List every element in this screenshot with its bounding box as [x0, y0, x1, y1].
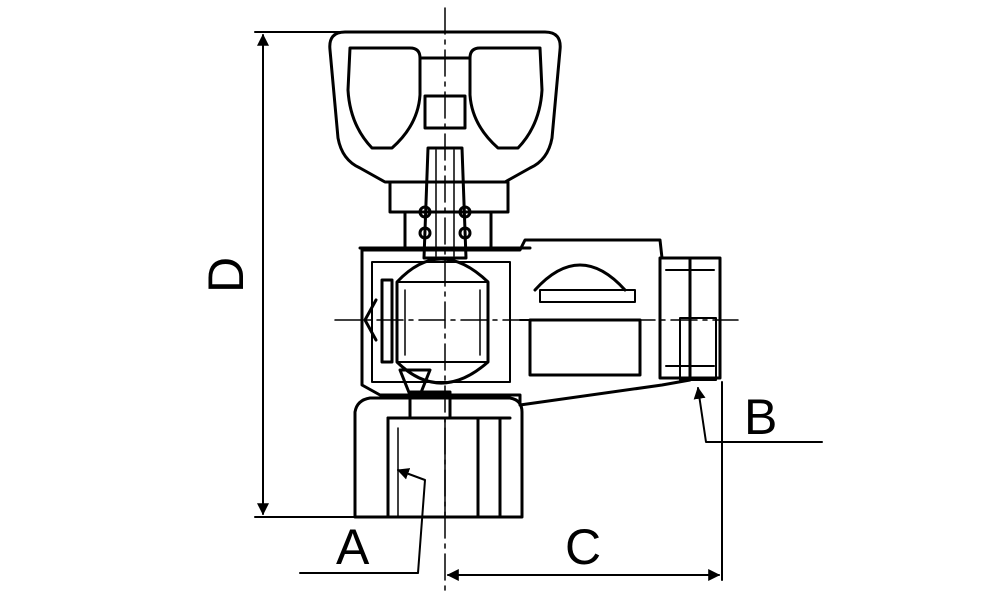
leader-b — [693, 386, 823, 443]
dimension-label-d: D — [198, 256, 255, 294]
outlet-seal-ring — [539, 289, 636, 303]
o-ring-right-top — [458, 205, 472, 219]
body-left-seat — [380, 278, 394, 364]
handle-hub — [423, 94, 467, 130]
leader-a — [299, 468, 426, 574]
outlet-body — [528, 318, 642, 377]
outlet-nut — [658, 256, 722, 380]
handle-right-wing — [468, 46, 544, 150]
dimension-c — [446, 381, 723, 581]
dimension-label-c: C — [565, 519, 602, 575]
dimension-label-b: B — [744, 389, 778, 445]
body-left-nose — [363, 298, 378, 342]
dimension-d — [254, 31, 386, 518]
outlet-dome — [533, 263, 627, 292]
leader-a-line — [299, 468, 426, 574]
bonnet-nut — [388, 180, 510, 214]
inlet-nut-outline — [353, 396, 524, 519]
inlet-nut — [353, 368, 524, 519]
o-ring-left-top — [418, 205, 432, 219]
bonnet-neck — [403, 210, 493, 250]
o-ring-left-bottom — [418, 226, 432, 240]
ball-outline — [395, 257, 490, 385]
leader-b-line — [693, 386, 823, 443]
o-ring-right-bottom — [458, 226, 472, 240]
inlet-stem-lower — [398, 368, 432, 397]
centerlines — [334, 7, 739, 591]
outlet-tail — [679, 317, 717, 381]
stem-assembly — [358, 146, 532, 260]
right-outlet — [519, 256, 722, 381]
body-cavity — [371, 261, 511, 383]
ball — [395, 257, 490, 385]
dimension-label-a: A — [336, 519, 370, 575]
valve-stem — [422, 146, 468, 260]
handle-left-wing — [346, 46, 422, 150]
